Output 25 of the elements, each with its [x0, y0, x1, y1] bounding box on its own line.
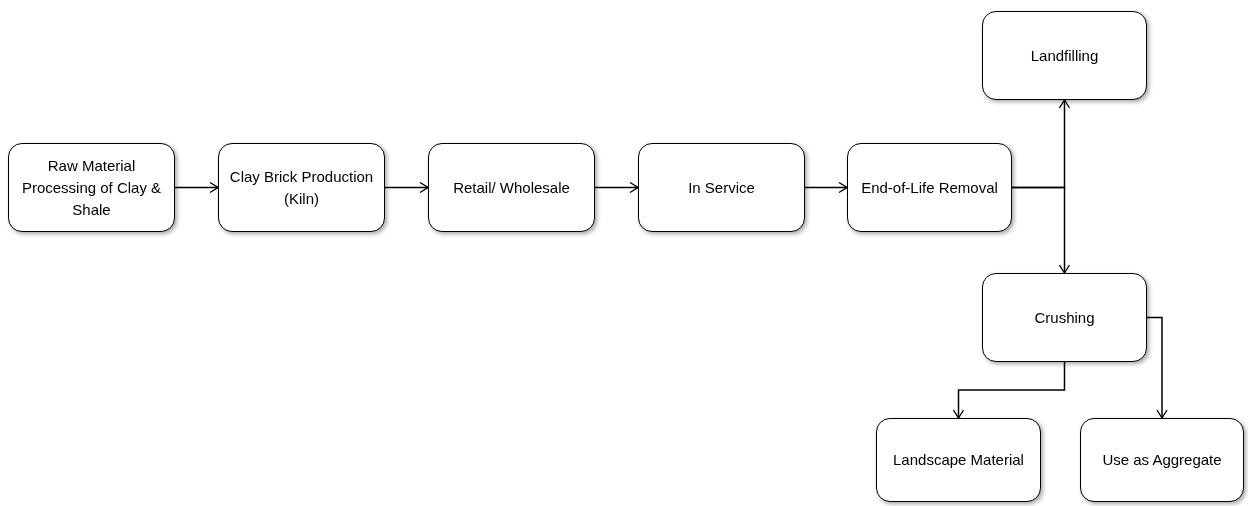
process-box: [638, 143, 805, 232]
process-box: [8, 143, 175, 232]
box-label: Crushing: [1034, 307, 1095, 328]
process-box: [1080, 418, 1244, 502]
process-box: [847, 143, 1012, 232]
arrow: [1146, 316, 1168, 419]
arrow: [594, 181, 639, 194]
arrow: [1011, 186, 1071, 274]
box-label: In Service: [688, 177, 755, 198]
process-box: [428, 143, 595, 232]
box-label: Retail/ Wholesale: [453, 177, 570, 198]
process-box: [982, 273, 1147, 362]
arrow: [174, 181, 219, 194]
box-label: Raw Material Processing of Clay & Shale: [20, 155, 163, 220]
box-label: Use as Aggregate: [1102, 450, 1222, 470]
box-label: Clay Brick Production (Kiln): [228, 166, 375, 209]
arrow: [804, 181, 848, 194]
process-box: [876, 418, 1041, 502]
box-label: End-of-Life Removal: [861, 177, 998, 198]
arrow: [384, 181, 429, 194]
process-box: [982, 11, 1147, 100]
box-label: Landfilling: [1030, 45, 1099, 66]
process-box: [218, 143, 385, 232]
arrow: [952, 361, 1066, 419]
box-label: Landscape Material: [893, 450, 1024, 470]
